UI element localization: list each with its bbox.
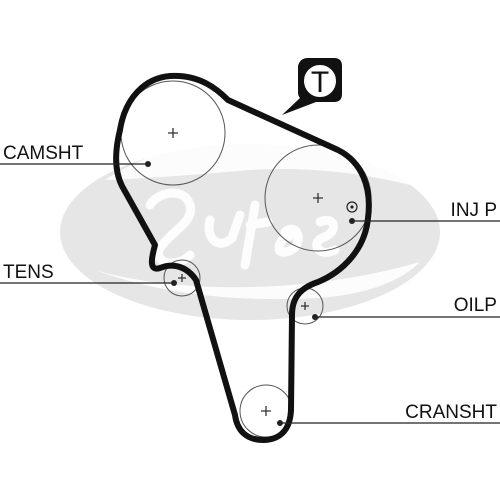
center-cross-icon (261, 406, 271, 416)
tensioner-label: TENS (3, 262, 54, 283)
camshaft-label: CAMSHT (3, 143, 84, 164)
center-cross-icon (313, 193, 323, 203)
center-cross-icon (168, 128, 178, 138)
tension-marker-callout: T (282, 58, 342, 115)
timing-mark-icon (346, 201, 358, 213)
timing-belt (113, 72, 372, 443)
center-cross-icon (178, 274, 186, 282)
tensioner-pulley (163, 259, 201, 297)
leader-lines (0, 163, 500, 424)
injection-pump-label: INJ P (451, 200, 497, 221)
leader-dots (145, 161, 355, 426)
tension-marker-label: T (311, 66, 329, 99)
center-cross-icon (301, 302, 309, 310)
oil-pump-label: OILP (454, 295, 497, 316)
crankshaft-label: CRANSHT (405, 402, 497, 423)
